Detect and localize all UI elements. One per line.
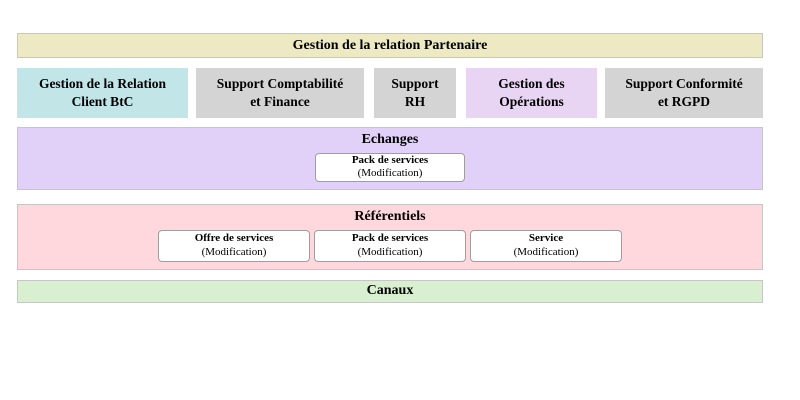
block-support-rh: Support RH: [374, 68, 456, 118]
service-box-service: Service (Modification): [470, 229, 622, 262]
service-box-qualifier: (Modification): [357, 245, 423, 258]
service-box-qualifier: (Modification): [513, 245, 579, 258]
block-label-line2: Opérations: [499, 94, 564, 109]
block-label-line1: Support Comptabilité: [216, 75, 344, 91]
band-referentiels-boxes: Offre de services (Modification) Pack de…: [18, 229, 762, 262]
block-support-conformite-rgpd: Support Conformité et RGPD: [605, 68, 763, 118]
service-box-name: Service: [528, 232, 564, 245]
band-echanges-boxes: Pack de services (Modification): [18, 152, 762, 182]
capability-blocks-row: Gestion de la Relation Client BtC Suppor…: [17, 68, 763, 118]
band-echanges-title: Echanges: [361, 132, 419, 147]
block-gestion-des-operations: Gestion des Opérations: [466, 68, 597, 118]
service-box-name: Pack de services: [351, 232, 429, 245]
band-referentiels: Référentiels Offre de services (Modifica…: [17, 204, 763, 270]
service-box-name: Pack de services: [351, 153, 429, 166]
block-label-line2: et Finance: [250, 94, 310, 109]
service-box-name: Offre de services: [194, 232, 274, 245]
service-box-offre-de-services: Offre de services (Modification): [158, 229, 310, 262]
block-label-line1: Gestion de la Relation: [38, 75, 167, 91]
block-label-line1: Gestion des: [498, 75, 565, 91]
block-label-line1: Support: [391, 75, 439, 91]
service-box-qualifier: (Modification): [357, 167, 423, 180]
band-referentiels-title: Référentiels: [354, 209, 426, 224]
band-canaux-title: Canaux: [366, 283, 414, 299]
top-bar-label: Gestion de la relation Partenaire: [292, 37, 488, 53]
block-label-line2: et RGPD: [657, 94, 711, 109]
service-box-pack-de-services: Pack de services (Modification): [314, 229, 466, 262]
service-box-qualifier: (Modification): [201, 245, 267, 258]
top-bar-gestion-relation-partenaire: Gestion de la relation Partenaire: [17, 33, 763, 58]
block-label-line1: Support Conformité: [625, 75, 743, 91]
block-support-comptabilite-finance: Support Comptabilité et Finance: [196, 68, 364, 118]
band-canaux: Canaux: [17, 280, 763, 303]
service-box-pack-de-services: Pack de services (Modification): [315, 152, 465, 182]
block-label-line2: Client BtC: [71, 94, 134, 109]
block-gestion-relation-client-btc: Gestion de la Relation Client BtC: [17, 68, 188, 118]
block-label-line2: RH: [404, 94, 426, 109]
band-echanges: Echanges Pack de services (Modification): [17, 127, 763, 190]
